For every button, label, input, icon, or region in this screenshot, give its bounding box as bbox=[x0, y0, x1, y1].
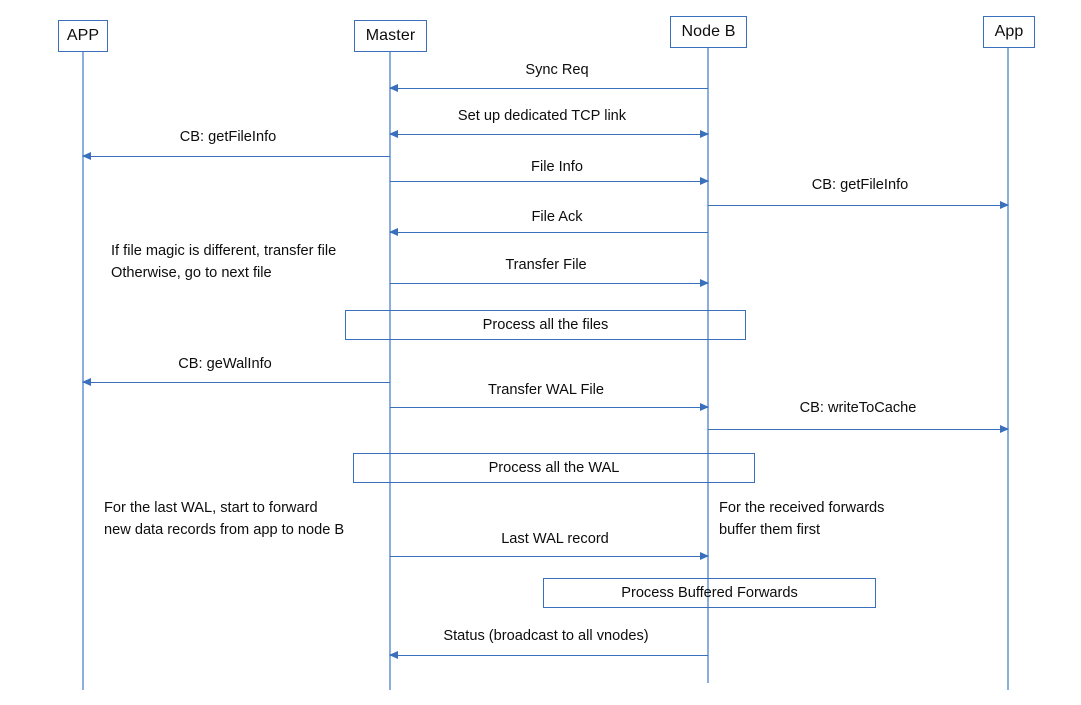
arrow-shaft bbox=[83, 156, 390, 157]
arrow-shaft bbox=[390, 407, 708, 408]
process-fragment-label: Process all the files bbox=[482, 317, 609, 333]
arrowhead-left-icon bbox=[82, 151, 91, 160]
participant-label: Master bbox=[365, 27, 416, 44]
message-label: Last WAL record bbox=[501, 531, 609, 547]
participant-node_b[interactable]: Node B bbox=[670, 16, 747, 48]
message-label: Transfer WAL File bbox=[488, 382, 604, 398]
participant-label: App bbox=[994, 23, 1024, 40]
lifeline-app_right bbox=[1007, 48, 1009, 690]
message-label: CB: getFileInfo bbox=[179, 129, 277, 145]
arrow-shaft bbox=[708, 429, 1008, 430]
message-label: CB: geWalInfo bbox=[178, 356, 272, 372]
arrowhead-left-icon bbox=[82, 377, 91, 386]
annotation-note: For the received forwards buffer them fi… bbox=[719, 500, 885, 538]
lifeline-app_left bbox=[82, 52, 84, 690]
arrowhead-right-icon bbox=[1000, 424, 1009, 433]
message-label: Sync Req bbox=[525, 62, 589, 78]
participant-master[interactable]: Master bbox=[354, 20, 427, 52]
process-fragment-label: Process all the WAL bbox=[488, 460, 620, 476]
arrow-shaft bbox=[390, 556, 708, 557]
arrow-shaft bbox=[390, 283, 708, 284]
message-label: Status (broadcast to all vnodes) bbox=[443, 628, 649, 644]
arrowhead-left-icon bbox=[389, 83, 398, 92]
annotation-note: If file magic is different, transfer fil… bbox=[111, 243, 337, 281]
arrow-shaft bbox=[83, 382, 390, 383]
process-fragment-label: Process Buffered Forwards bbox=[621, 585, 798, 601]
process-fragment-box[interactable]: Process Buffered Forwards bbox=[543, 578, 876, 608]
message-label: Set up dedicated TCP link bbox=[457, 108, 627, 124]
process-fragment-box[interactable]: Process all the WAL bbox=[353, 453, 755, 483]
participant-label: Node B bbox=[681, 23, 736, 40]
participant-app_left[interactable]: APP bbox=[58, 20, 108, 52]
arrowhead-right-icon bbox=[1000, 200, 1009, 209]
lifeline-node_b bbox=[707, 48, 709, 683]
message-label: File Info bbox=[531, 159, 583, 175]
arrow-shaft bbox=[390, 232, 708, 233]
arrowhead-right-icon bbox=[700, 278, 709, 287]
lifeline-master bbox=[389, 52, 391, 690]
message-label: CB: getFileInfo bbox=[811, 177, 909, 193]
arrowhead-right-icon bbox=[700, 129, 709, 138]
arrowhead-right-icon bbox=[700, 402, 709, 411]
message-label: File Ack bbox=[531, 209, 583, 225]
arrow-shaft bbox=[390, 181, 708, 182]
arrowhead-left-icon bbox=[389, 129, 398, 138]
arrow-shaft bbox=[390, 134, 708, 135]
arrowhead-left-icon bbox=[389, 227, 398, 236]
process-fragment-box[interactable]: Process all the files bbox=[345, 310, 746, 340]
arrow-shaft bbox=[390, 88, 708, 89]
message-label: CB: writeToCache bbox=[799, 400, 917, 416]
annotation-note: For the last WAL, start to forward new d… bbox=[104, 500, 345, 538]
arrowhead-left-icon bbox=[389, 650, 398, 659]
message-label: Transfer File bbox=[505, 257, 587, 273]
arrowhead-right-icon bbox=[700, 176, 709, 185]
participant-app_right[interactable]: App bbox=[983, 16, 1035, 48]
arrowhead-right-icon bbox=[700, 551, 709, 560]
arrow-shaft bbox=[390, 655, 708, 656]
arrow-shaft bbox=[708, 205, 1008, 206]
participant-label: APP bbox=[66, 27, 100, 44]
